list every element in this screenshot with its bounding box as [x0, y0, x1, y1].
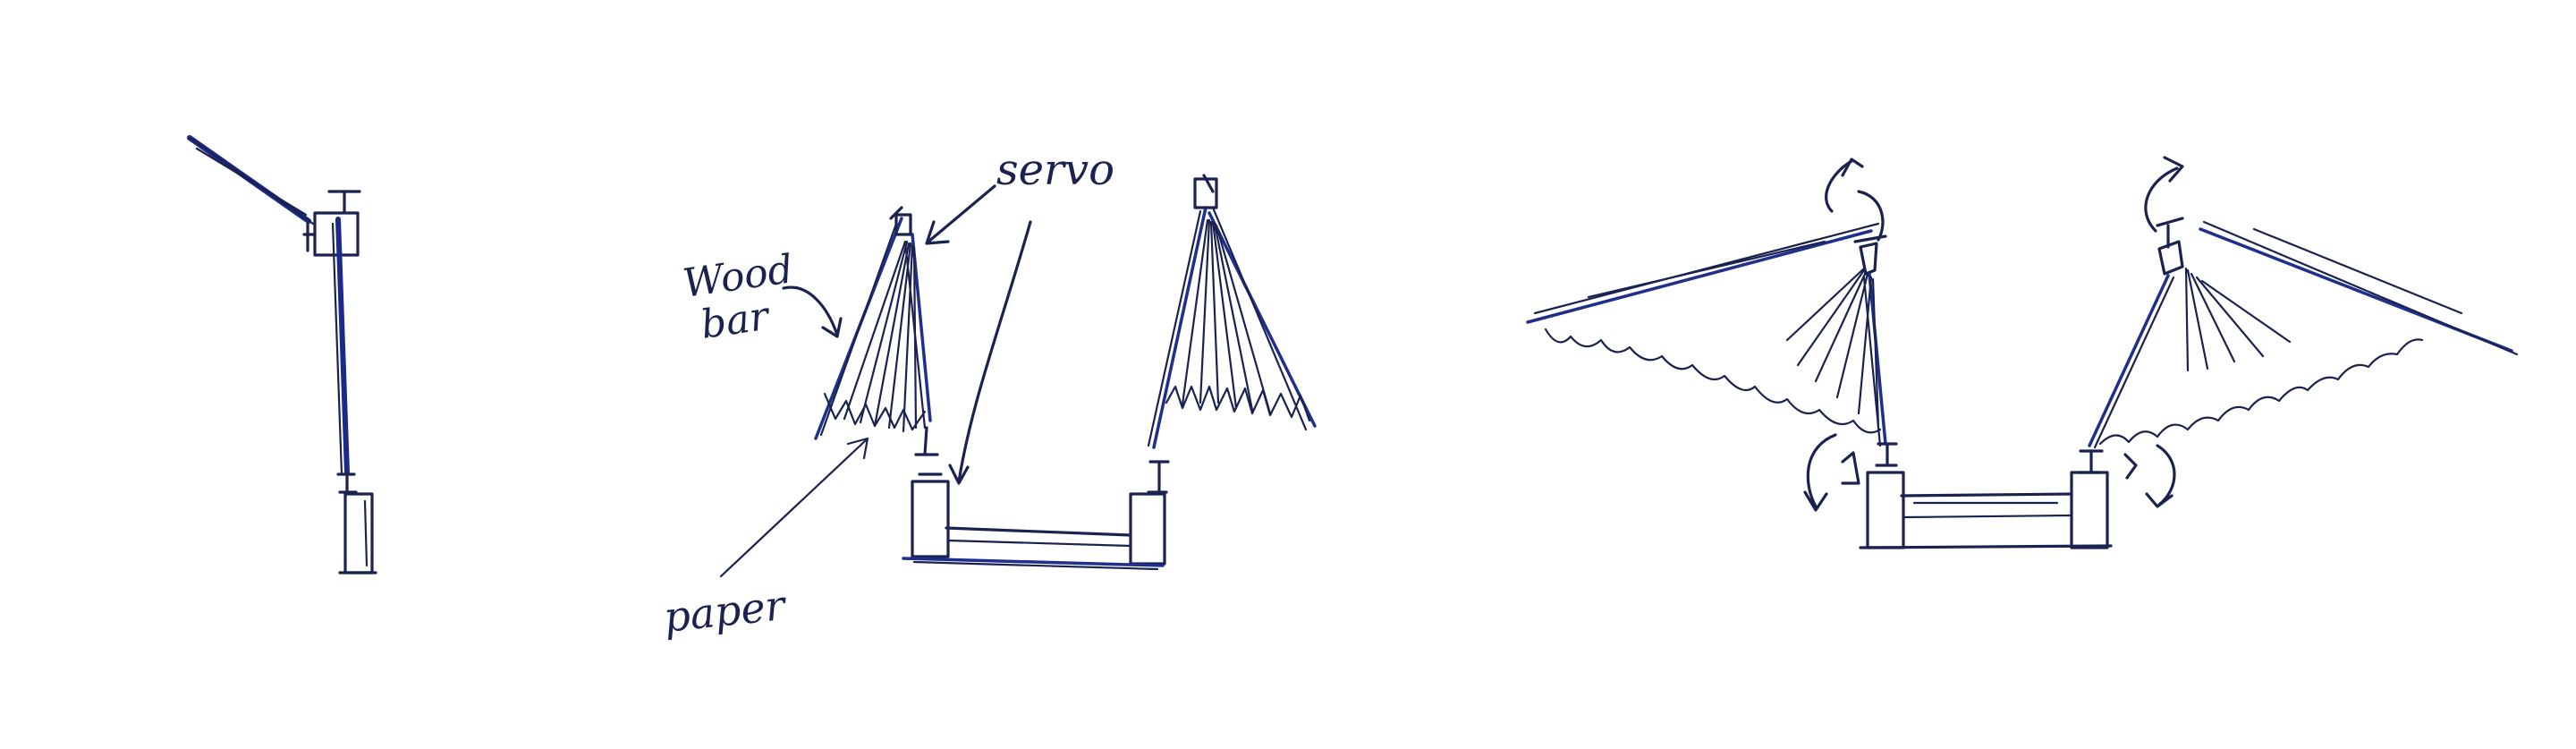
left-spread-wing: [1528, 224, 1885, 446]
base-post-side: [345, 494, 372, 573]
rotation-arrow-right-base: [2125, 446, 2174, 506]
right-folded-wing: [1148, 175, 1315, 447]
paper-label: paper: [662, 581, 790, 642]
servo-arrow-top: [927, 186, 995, 243]
base-platform-spread: [1860, 472, 2111, 548]
rotation-arrow-left-base: [1805, 435, 1859, 510]
base-platform-folded: [903, 481, 1165, 569]
sketch-folded-wings: Wood bar servo paper: [662, 145, 1315, 642]
servo-label: servo: [996, 145, 1114, 195]
annotation-paper: paper: [662, 438, 868, 642]
annotation-servo: servo: [927, 145, 1114, 483]
right-spread-wing: [2089, 218, 2517, 447]
servo-arrow-base: [950, 222, 1030, 483]
sketch-side-view: [190, 138, 376, 573]
sketch-spread-wings: [1528, 157, 2517, 548]
paper-arrow: [721, 438, 868, 576]
wood-bar-arrow: [784, 287, 841, 336]
wood-bar-label-line2: bar: [698, 293, 774, 347]
rotation-arrow-left-top: [1826, 159, 1883, 240]
annotation-wood-bar: Wood bar: [680, 246, 841, 348]
